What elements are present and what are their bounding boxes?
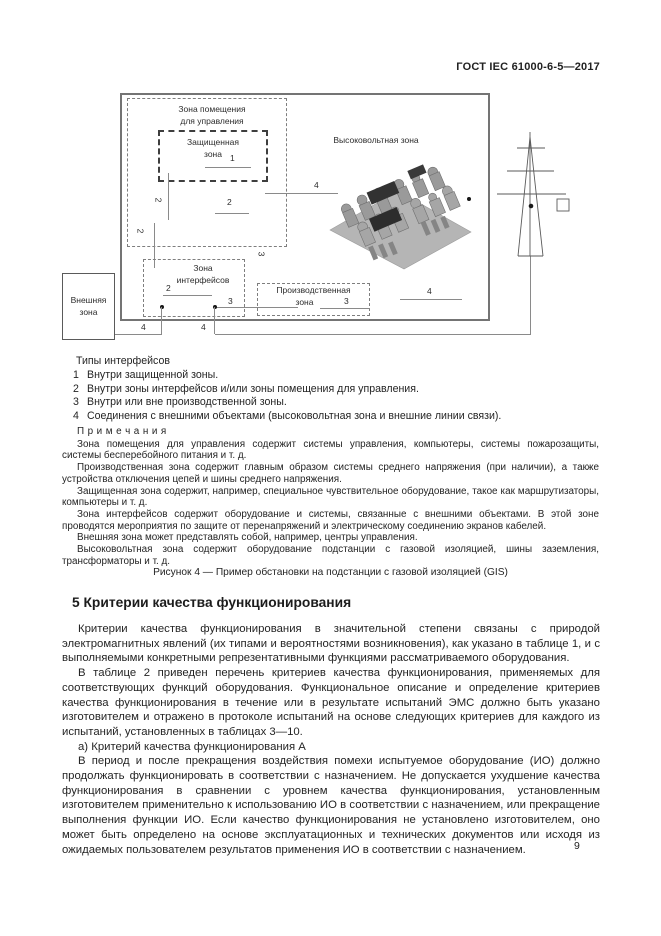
note-paragraph: Зона интерфейсов содержит оборудование и… <box>62 508 599 532</box>
marker-2-control-room: 2 <box>227 197 232 207</box>
legend-item-number: 4 <box>73 410 79 423</box>
body-paragraph: Критерии качества функционирования в зна… <box>62 623 600 665</box>
legend-item-number: 3 <box>73 396 79 409</box>
note-paragraph: Зона помещения для управления содержит с… <box>62 438 599 462</box>
legend-item: 3 Внутри или вне производственной зоны. <box>73 396 600 410</box>
production-zone-box <box>257 283 370 316</box>
connection-node-dot-2 <box>213 305 217 309</box>
legend-item-number: 2 <box>73 382 79 395</box>
protected-zone-label: Защищенная зона <box>187 137 239 159</box>
control-room-zone-label: Зона помещения для управления <box>178 104 246 126</box>
marker-1-underline <box>205 167 251 168</box>
marker-4-bottom-2: 4 <box>201 322 206 332</box>
interface-zone-box <box>143 259 245 317</box>
connection-3-line <box>215 307 298 308</box>
marker-2-rotated-b: 2 <box>135 228 146 234</box>
legend-item: 2 Внутри зоны интерфейсов и/или зоны пом… <box>73 383 600 397</box>
marker-2-rotated-a: 2 <box>153 197 164 203</box>
notes-block: П р и м е ч а н и я Зона помещения для у… <box>62 426 599 567</box>
connection-node-dot-1 <box>160 305 164 309</box>
marker-2-interface-underline <box>163 295 212 296</box>
high-voltage-zone-label: Высоковольтная зона <box>333 135 419 145</box>
interface-line-2-vertical <box>154 223 155 268</box>
marker-3-rotated: 3 <box>256 251 267 257</box>
notes-title: П р и м е ч а н и я <box>77 426 167 437</box>
legend-item-text: Внутри зоны интерфейсов и/или зоны помещ… <box>87 382 419 395</box>
interface-zone-label: Зона интерфейсов <box>176 263 230 285</box>
marker-4-right: 4 <box>427 286 432 296</box>
legend-title: Типы интерфейсов <box>76 355 170 367</box>
legend-item: 1 Внутри защищенной зоны. <box>73 369 600 383</box>
section-heading: 5 Критерии качества функционирования <box>72 595 352 610</box>
body-paragraph: В таблице 2 приведен перечень критериев … <box>62 667 600 738</box>
hv-line-node-dot <box>467 197 471 201</box>
section-body: Критерии качества функционирования в зна… <box>62 622 600 857</box>
marker-4-top: 4 <box>314 180 319 190</box>
connection-4-top-line <box>265 193 338 194</box>
protected-zone-box <box>158 130 268 182</box>
interface-line-1-vertical <box>168 173 169 220</box>
marker-2-underline <box>215 213 249 214</box>
substation-boundary-box <box>120 93 490 321</box>
external-zone-label: Внешняя зона <box>70 295 107 317</box>
interface-types-legend: Типы интерфейсов 1 Внутри защищенной зон… <box>73 355 600 424</box>
marker-4-bottom-1: 4 <box>141 322 146 332</box>
external-connection-drop-2 <box>214 307 215 334</box>
gis-equipment-illustration <box>329 164 472 270</box>
marker-1-protected: 1 <box>230 153 235 163</box>
tower-connection-vertical <box>530 256 531 334</box>
external-connection-line-right <box>215 334 531 335</box>
marker-2-interface: 2 <box>166 283 171 293</box>
legend-item: 4 Соединения с внешними объектами (высок… <box>73 410 600 424</box>
production-zone-label-line2: зона <box>295 297 314 307</box>
page-number: 9 <box>574 840 580 852</box>
legend-item-text: Внутри защищенной зоны. <box>87 368 219 381</box>
note-paragraph: Производственная зона содержит главным о… <box>62 462 599 485</box>
figure-caption: Рисунок 4 — Пример обстановки на подстан… <box>153 567 508 578</box>
marker-3-production: 3 <box>344 296 349 306</box>
connection-4-right-line <box>400 299 462 300</box>
production-zone-label-line1: Производственная <box>276 285 351 295</box>
document-header: ГОСТ IEC 61000-6-5—2017 <box>456 61 600 73</box>
transmission-tower-icon <box>497 132 570 257</box>
figure-4-diagram: Зона помещения для управления Защищенная… <box>0 88 661 350</box>
note-paragraph: Высоковольтная зона содержит оборудовани… <box>62 544 599 567</box>
marker-3-interface: 3 <box>228 296 233 306</box>
legend-item-number: 1 <box>73 368 79 381</box>
external-connection-line-left <box>115 334 162 335</box>
body-paragraph: В период и после прекращения воздействия… <box>62 755 600 856</box>
legend-item-text: Соединения с внешними объектами (высоков… <box>87 410 502 423</box>
control-room-zone-box <box>127 98 287 247</box>
body-paragraph: а) Критерий качества функционирования А <box>78 740 306 753</box>
note-paragraph: Внешняя зона может представлять собой, н… <box>77 532 418 544</box>
external-zone-box: Внешняя зона <box>62 273 115 340</box>
legend-item-text: Внутри или вне производственной зоны. <box>87 396 287 409</box>
marker-3-production-underline <box>320 308 370 309</box>
note-paragraph: Защищенная зона содержит, например, спец… <box>62 485 599 509</box>
external-connection-drop-1 <box>161 307 162 334</box>
